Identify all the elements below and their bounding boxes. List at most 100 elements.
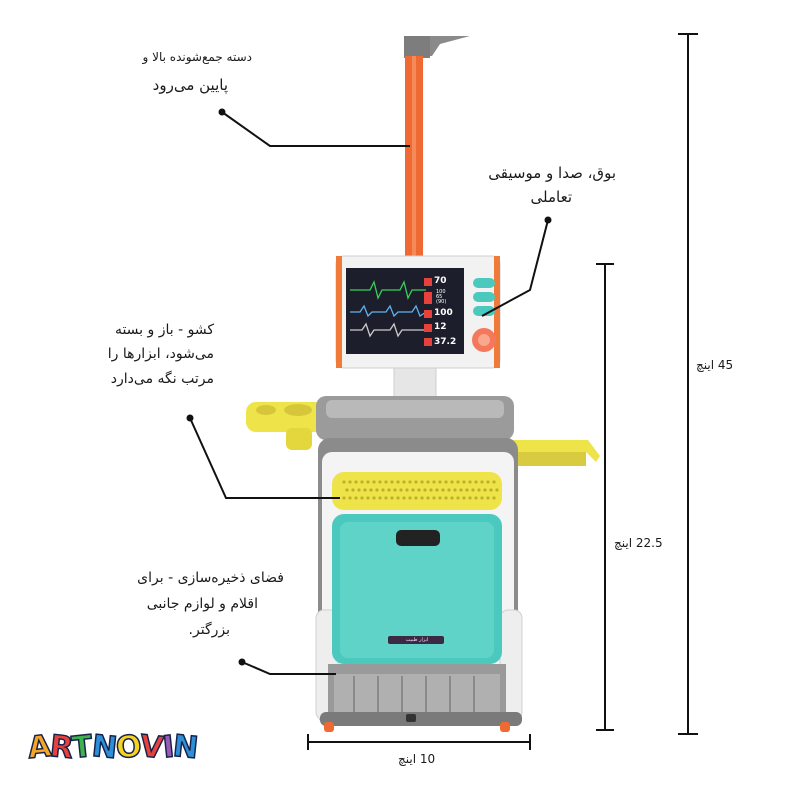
drawer-vent-dot	[354, 496, 358, 500]
drawer-vent-dot	[390, 480, 394, 484]
drawer-vent-dot	[456, 496, 460, 500]
drawer-vent-dot	[369, 488, 373, 492]
drawer-vent-dot	[450, 480, 454, 484]
drawer-vent-dot	[444, 480, 448, 484]
drawer-vent-dot	[372, 480, 376, 484]
drawer-vent-dot	[477, 488, 481, 492]
cup-holder	[246, 402, 326, 450]
drawer-vent-dot	[360, 480, 364, 484]
drawer-vent-dot	[402, 480, 406, 484]
drawer-vent-dot	[348, 480, 352, 484]
hr-readout: 70	[434, 276, 447, 286]
drawer-vent-dot	[426, 496, 430, 500]
drawer-vent-dot	[435, 488, 439, 492]
storage-callout-line3: بزرگتر.	[188, 622, 230, 638]
drawer-vent-dot	[345, 488, 349, 492]
drawer-vent-dot	[462, 496, 466, 500]
drawer-vent-dot	[429, 488, 433, 492]
drawer-vent-dot	[474, 480, 478, 484]
drawer-vent-dot	[486, 480, 490, 484]
storage-callout-line1: فضای ذخیره‌سازی - برای	[137, 570, 284, 586]
drawer-vent-dot	[378, 496, 382, 500]
drawer-vent-dot	[492, 480, 496, 484]
drawer-callout-line3: مرتب نگه می‌دارد	[110, 371, 214, 387]
handle-callout-line2: پایین می‌رود	[152, 76, 228, 94]
drawer-vent-dot	[483, 488, 487, 492]
drawer-vent-dot	[468, 480, 472, 484]
drawer-vent-dot	[489, 488, 493, 492]
drawer-vent-dot	[387, 488, 391, 492]
drawer-vent-dot	[450, 496, 454, 500]
top-tray	[316, 396, 514, 440]
drawer-vent-dot	[363, 488, 367, 492]
drawer-vent-dot	[492, 496, 496, 500]
drawer-vent-dot	[399, 488, 403, 492]
drawer-vent-dot	[432, 496, 436, 500]
handle-callout-line1: دسته جمع‌شونده بالا و	[142, 50, 252, 64]
drawer-vent-dot	[468, 496, 472, 500]
drawer-vent-dot	[381, 488, 385, 492]
total-height-label: 45 اینچ	[696, 358, 734, 372]
width-label: 10 اینچ	[398, 752, 436, 766]
bp-mid: 65	[436, 294, 443, 300]
callout-lines	[189, 111, 549, 675]
drawer-vent-dot	[432, 480, 436, 484]
storage-callout-line2: اقلام و لوازم جانبی	[146, 596, 258, 612]
drawer-vent-dot	[366, 496, 370, 500]
drawer-callout-line2: می‌شود، ابزارها را	[107, 346, 214, 362]
drawer-vent-dot	[378, 480, 382, 484]
drawer-vent-dot	[354, 480, 358, 484]
callout-dots	[186, 108, 552, 666]
drawer-vent-dot	[414, 480, 418, 484]
drawer-vent-dot	[396, 480, 400, 484]
drawer-vent-dot	[411, 488, 415, 492]
bp-bot: (90)	[436, 299, 447, 305]
patient-monitor	[335, 255, 501, 369]
drawer-vent-dot	[480, 480, 484, 484]
dimension-lines	[307, 33, 698, 750]
sound-callout-line2: تعاملی	[530, 188, 572, 206]
body-height-label: 22.5 اینچ	[614, 536, 663, 550]
drawer-vent-dot	[384, 496, 388, 500]
drawer-vent-dot	[351, 488, 355, 492]
drawer-vent-dot	[495, 488, 499, 492]
drawer-vent-dot	[372, 496, 376, 500]
drawer-vent-dot	[402, 496, 406, 500]
drawer-vent-dot	[417, 488, 421, 492]
drawer-vent-dot	[420, 496, 424, 500]
resp-readout: 12	[434, 322, 447, 332]
drawer-vent-dot	[366, 480, 370, 484]
drawer-vent-dot	[444, 496, 448, 500]
bp-readout: 100 65 (90)	[436, 290, 446, 305]
drawer-vent-dot	[408, 480, 412, 484]
drawer-vent-dot	[360, 496, 364, 500]
drawer-callout-line1: کشو - باز و بسته	[114, 322, 214, 338]
storage-cabinet	[332, 514, 502, 664]
drawer-vent-dot	[438, 496, 442, 500]
drawer-vent-dot	[441, 488, 445, 492]
retractable-handle	[404, 36, 470, 262]
drawer-vent-dot	[465, 488, 469, 492]
side-shelf	[512, 440, 600, 466]
drawer-vent-dot	[408, 496, 412, 500]
drawer-vent-dot	[390, 496, 394, 500]
drawer-vent-dot	[342, 496, 346, 500]
sound-callout-line1: بوق، صدا و موسیقی	[488, 164, 616, 182]
drawer-vent-dot	[420, 480, 424, 484]
cabinet-tag: ابزار طبیب	[405, 637, 429, 643]
drawer-vent-dot	[474, 496, 478, 500]
drawer-vent-dot	[405, 488, 409, 492]
drawer-vent-dot	[414, 496, 418, 500]
drawer-vent-dot	[426, 480, 430, 484]
drawer-vent-dot	[396, 496, 400, 500]
drawer-vent-dot	[393, 488, 397, 492]
temp-readout: 37.2	[434, 337, 457, 347]
drawer-vent-dot	[357, 488, 361, 492]
drawer-vent-dot	[459, 488, 463, 492]
cart-base	[320, 664, 522, 732]
drawer-vent-dot	[348, 496, 352, 500]
drawer-vent-dot	[486, 496, 490, 500]
brand-letter: N	[170, 728, 200, 767]
